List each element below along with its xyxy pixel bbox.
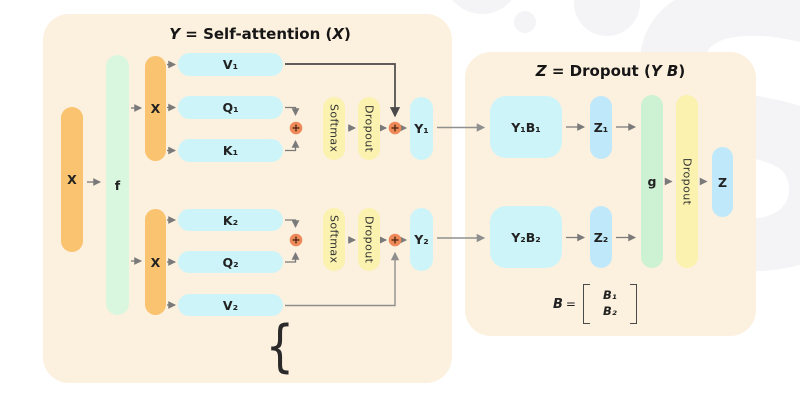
node-softmax-head2: Softmax	[323, 208, 345, 271]
node-q2: Q₂	[178, 251, 283, 273]
right-bracket	[629, 284, 637, 324]
dropout-title: Z = Dropout (Y B)	[535, 62, 686, 80]
node-y1: Y₁	[410, 97, 433, 160]
node-z1: Z₁	[590, 96, 612, 159]
background-circle-top	[444, 0, 520, 14]
self-attention-title: Y = Self-attention (X)	[169, 25, 351, 43]
node-k2: K₂	[178, 209, 283, 231]
b-matrix-definition: B= B₁ B₂	[553, 284, 637, 324]
node-v1: V₁	[178, 53, 283, 76]
background-circle-small	[514, 11, 536, 33]
node-f: f	[106, 55, 129, 315]
left-bracket	[582, 284, 590, 324]
node-dropout-final: Dropout	[676, 95, 698, 268]
b-matrix-symbol: B	[553, 296, 563, 312]
b-matrix-equals: =	[565, 297, 576, 311]
b-matrix-row1: B₁	[602, 288, 617, 303]
node-x-head1: X	[145, 56, 166, 161]
node-z2: Z₂	[590, 206, 612, 268]
node-x-input: X	[61, 107, 83, 252]
node-y2: Y₂	[410, 208, 433, 271]
node-v2: V₂	[178, 294, 283, 316]
curly-brace-annotation: {	[265, 314, 295, 379]
node-q1: Q₁	[178, 96, 283, 119]
node-softmax-head1: Softmax	[323, 97, 345, 160]
node-x-head2: X	[145, 209, 166, 315]
node-y1b1: Y₁B₁	[490, 96, 562, 158]
node-k1: K₁	[178, 139, 283, 162]
node-dropout-head1: Dropout	[358, 97, 380, 160]
node-g: g	[641, 95, 663, 268]
node-z-output: Z	[712, 147, 733, 217]
b-matrix-rows: B₁ B₂	[597, 288, 623, 319]
node-dropout-head2: Dropout	[358, 208, 380, 271]
b-matrix-row2: B₂	[602, 304, 617, 318]
node-y2b2: Y₂B₂	[490, 206, 562, 268]
